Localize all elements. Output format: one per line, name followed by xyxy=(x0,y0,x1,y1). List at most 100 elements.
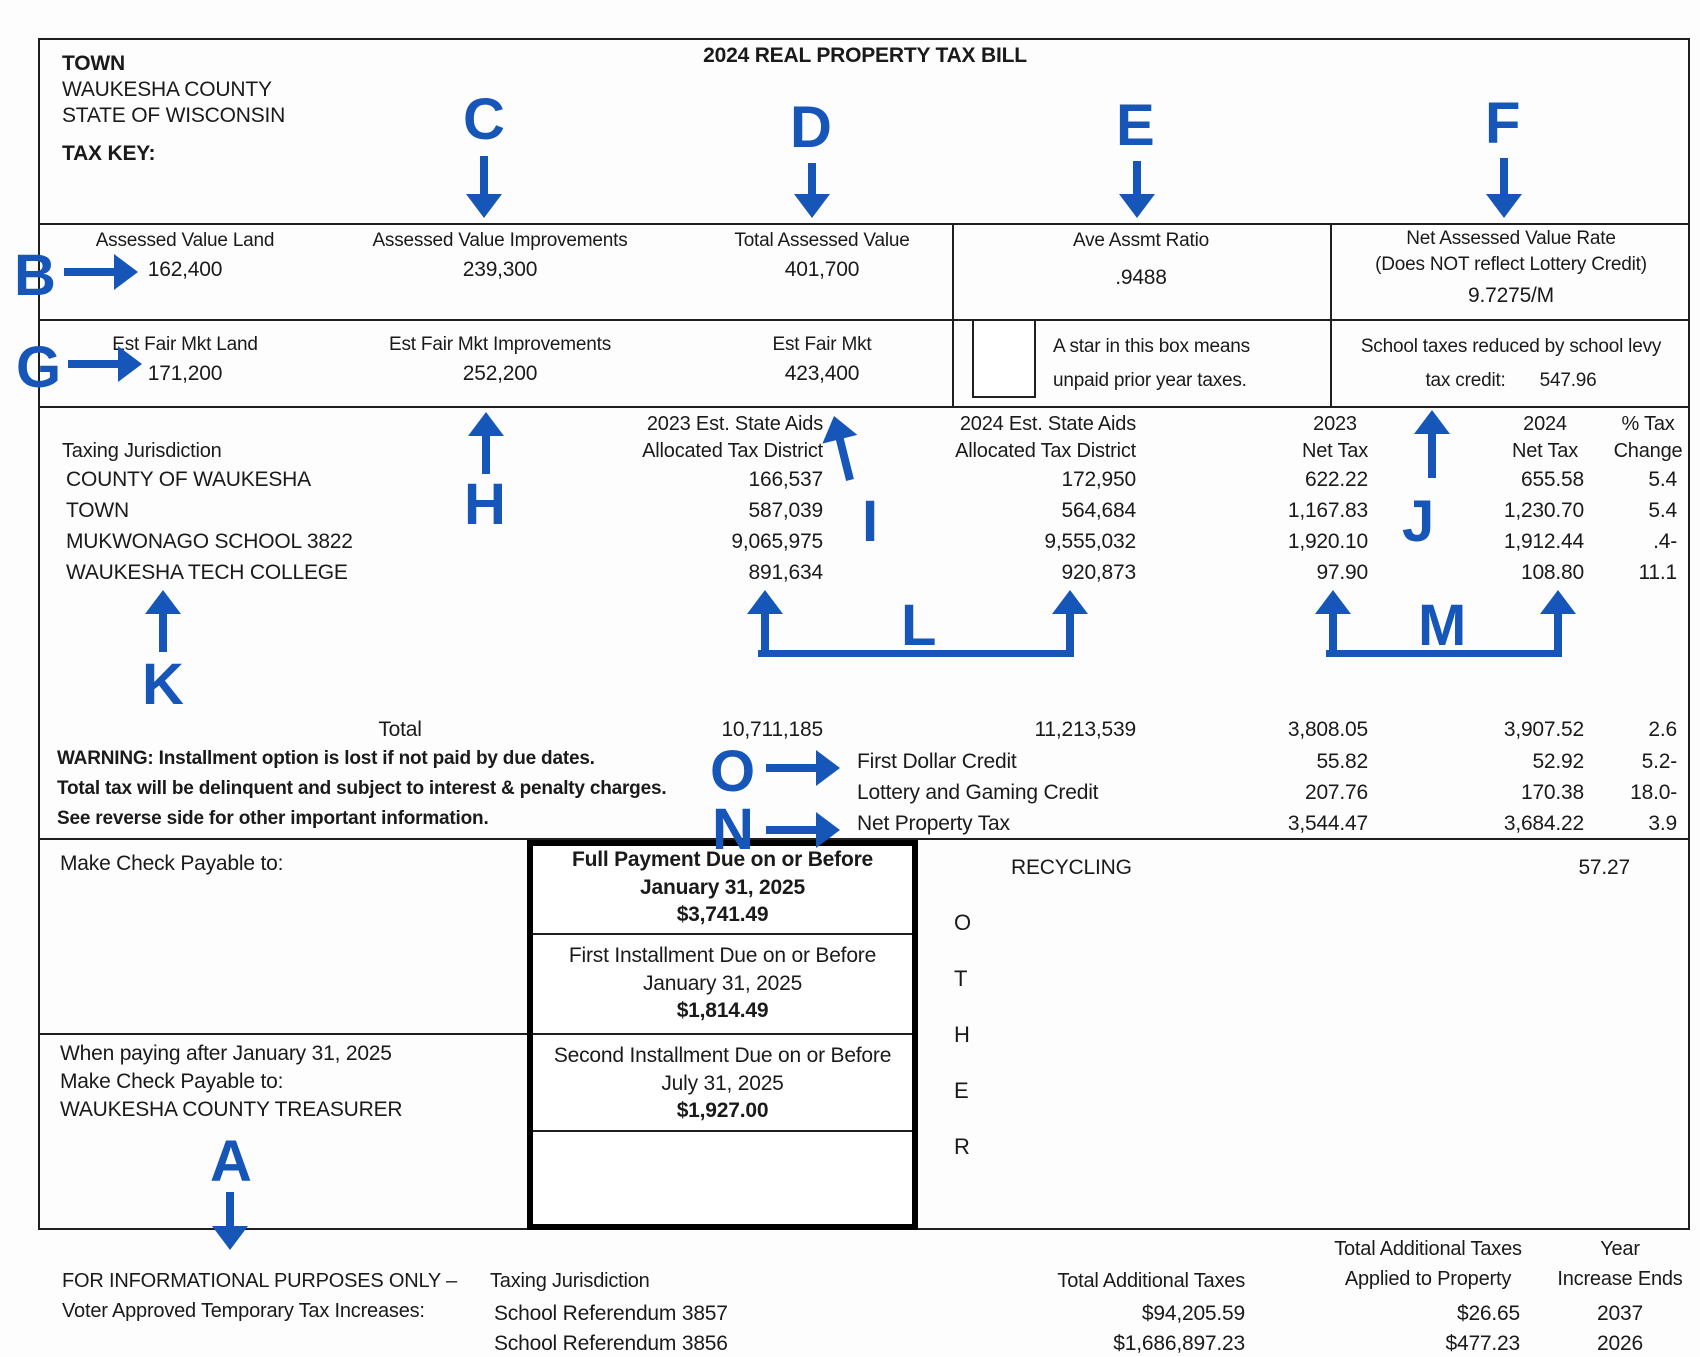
page-title: 2024 REAL PROPERTY TAX BILL xyxy=(703,44,1027,67)
annotation-letter-n: N xyxy=(712,797,754,862)
payment-box-divider-3 xyxy=(533,1130,912,1132)
annotation-arrow-down-a xyxy=(212,1192,248,1250)
total-aids-2023: 10,711,185 xyxy=(721,718,823,741)
recycling-label: RECYCLING xyxy=(1011,856,1132,879)
assessed-land-value: 162,400 xyxy=(147,258,223,281)
assmt-ratio-value: .9488 xyxy=(1115,266,1167,289)
table-row-change: 5.4 xyxy=(1648,468,1677,491)
other-vertical-letter: T xyxy=(954,966,968,991)
table-row-net-2024: 1,230.70 xyxy=(1503,499,1584,522)
table-row-net-2023: 97.90 xyxy=(1316,561,1368,584)
divider-assessed-fairmkt xyxy=(38,319,1690,321)
divider-header-bottom xyxy=(38,223,1690,225)
star-checkbox xyxy=(972,319,1036,398)
divider-ratio-right xyxy=(1330,223,1332,406)
table-row-aids-2024: 564,684 xyxy=(1061,499,1136,522)
divider-ratio-left xyxy=(952,223,954,406)
credit-row-net-2023: 3,544.47 xyxy=(1287,812,1368,835)
annotation-arrow-up-j xyxy=(1414,410,1450,478)
net-rate-label: Net Assessed Value Rate xyxy=(1406,228,1616,249)
annotation-arrow-right-b xyxy=(64,254,138,290)
school-credit-line2: tax credit: 547.96 xyxy=(1350,370,1672,392)
late-payment-line2: Make Check Payable to: xyxy=(60,1070,284,1093)
table-row-aids-2024: 9,555,032 xyxy=(1044,530,1136,553)
recycling-value: 57.27 xyxy=(1578,856,1630,879)
tax-key-label: TAX KEY: xyxy=(62,142,156,165)
fairmkt-land-label: Est Fair Mkt Land xyxy=(112,334,258,355)
net-rate-note: (Does NOT reflect Lottery Credit) xyxy=(1375,254,1647,275)
table-header-aids-2023-line1: 2023 Est. State Aids xyxy=(646,413,823,435)
table-row-jurisdiction: TOWN xyxy=(66,499,129,522)
full-payment-amount: $3,741.49 xyxy=(676,903,769,926)
annotation-letter-g: G xyxy=(16,335,62,400)
annotation-letter-o: O xyxy=(710,739,756,804)
divider-fairmkt-table xyxy=(38,406,1690,408)
table-row-aids-2023: 891,634 xyxy=(748,561,823,584)
ref-row-year: 2037 xyxy=(1597,1302,1643,1325)
assessed-total-label: Total Assessed Value xyxy=(734,230,910,251)
first-installment-line1: First Installment Due on or Before xyxy=(568,944,877,967)
total-label: Total xyxy=(378,718,422,741)
credit-row-net-2024: 52.92 xyxy=(1532,750,1584,773)
fairmkt-total-value: 423,400 xyxy=(784,362,860,385)
table-row-aids-2023: 166,537 xyxy=(748,468,823,491)
table-row-net-2023: 1,920.10 xyxy=(1287,530,1368,553)
annotation-letter-m: M xyxy=(1418,593,1467,658)
annotation-arrow-up-m-left xyxy=(1315,590,1351,652)
annotation-arrow-right-n xyxy=(766,812,840,848)
second-installment-amount: $1,927.00 xyxy=(676,1099,769,1122)
table-header-aids-2024-line2: Allocated Tax District xyxy=(955,440,1136,462)
informational-line1: FOR INFORMATIONAL PURPOSES ONLY – xyxy=(62,1270,457,1292)
annotation-arrow-up-l-right xyxy=(1052,590,1088,652)
late-payment-line3: WAUKESHA COUNTY TREASURER xyxy=(60,1098,403,1121)
table-row-change: 5.4 xyxy=(1648,499,1677,522)
annotation-bracket-l xyxy=(758,650,1074,657)
annotation-letter-k: K xyxy=(142,652,184,717)
ref-row-jurisdiction: School Referendum 3856 xyxy=(494,1332,728,1355)
ref-row-jurisdiction: School Referendum 3857 xyxy=(494,1302,728,1325)
credit-row-change: 5.2- xyxy=(1641,750,1678,773)
table-header-net-2024-line1: 2024 xyxy=(1523,413,1567,435)
table-row-net-2023: 622.22 xyxy=(1304,468,1368,491)
credit-row-label: Lottery and Gaming Credit xyxy=(857,781,1099,804)
divider-payable-cells xyxy=(38,1033,527,1035)
star-note-line1: A star in this box means xyxy=(1053,336,1250,357)
table-header-net-2023-line2: Net Tax xyxy=(1301,440,1369,462)
ref-header-applied-line1: Total Additional Taxes xyxy=(1334,1238,1522,1260)
assessed-land-label: Assessed Value Land xyxy=(95,230,275,251)
table-header-net-2024-line2: Net Tax xyxy=(1511,440,1579,462)
table-row-aids-2024: 920,873 xyxy=(1061,561,1136,584)
warning-line3: See reverse side for other important inf… xyxy=(57,808,489,829)
second-installment-date: July 31, 2025 xyxy=(661,1072,784,1095)
credit-row-change: 3.9 xyxy=(1648,812,1677,835)
other-vertical-letter: H xyxy=(954,1022,970,1047)
annotation-arrow-up-l-left xyxy=(747,590,783,652)
school-credit-value: 547.96 xyxy=(1539,370,1597,391)
assmt-ratio-label: Ave Assmt Ratio xyxy=(1072,230,1210,251)
annotation-arrow-down-d xyxy=(794,163,830,218)
table-row-change: .4- xyxy=(1653,530,1677,553)
annotation-arrow-down-f xyxy=(1486,158,1522,218)
credit-row-net-2024: 3,684.22 xyxy=(1503,812,1584,835)
table-row-aids-2023: 9,065,975 xyxy=(731,530,823,553)
payment-box-divider-1 xyxy=(533,933,912,935)
state-label: STATE OF WISCONSIN xyxy=(62,104,286,127)
annotation-letter-e: E xyxy=(1116,93,1155,158)
total-aids-2024: 11,213,539 xyxy=(1034,718,1136,741)
divider-table-payment xyxy=(38,838,1690,840)
payment-box-divider-2 xyxy=(533,1033,912,1035)
annotation-letter-a: A xyxy=(210,1129,252,1194)
annotation-letter-i: I xyxy=(862,489,879,554)
annotation-letter-d: D xyxy=(790,95,832,160)
first-installment-amount: $1,814.49 xyxy=(676,999,769,1022)
annotation-letter-b: B xyxy=(14,243,56,308)
ref-header-jurisdiction: Taxing Jurisdiction xyxy=(490,1270,650,1292)
ref-header-year-line1: Year xyxy=(1600,1238,1640,1260)
full-payment-line1: Full Payment Due on or Before xyxy=(571,848,874,871)
fairmkt-improvements-value: 252,200 xyxy=(462,362,538,385)
annotation-letter-c: C xyxy=(463,87,505,152)
make-check-payable-label: Make Check Payable to: xyxy=(60,852,284,875)
annotation-letter-h: H xyxy=(464,472,506,537)
credit-row-label: First Dollar Credit xyxy=(857,750,1017,773)
credit-row-net-2024: 170.38 xyxy=(1520,781,1584,804)
